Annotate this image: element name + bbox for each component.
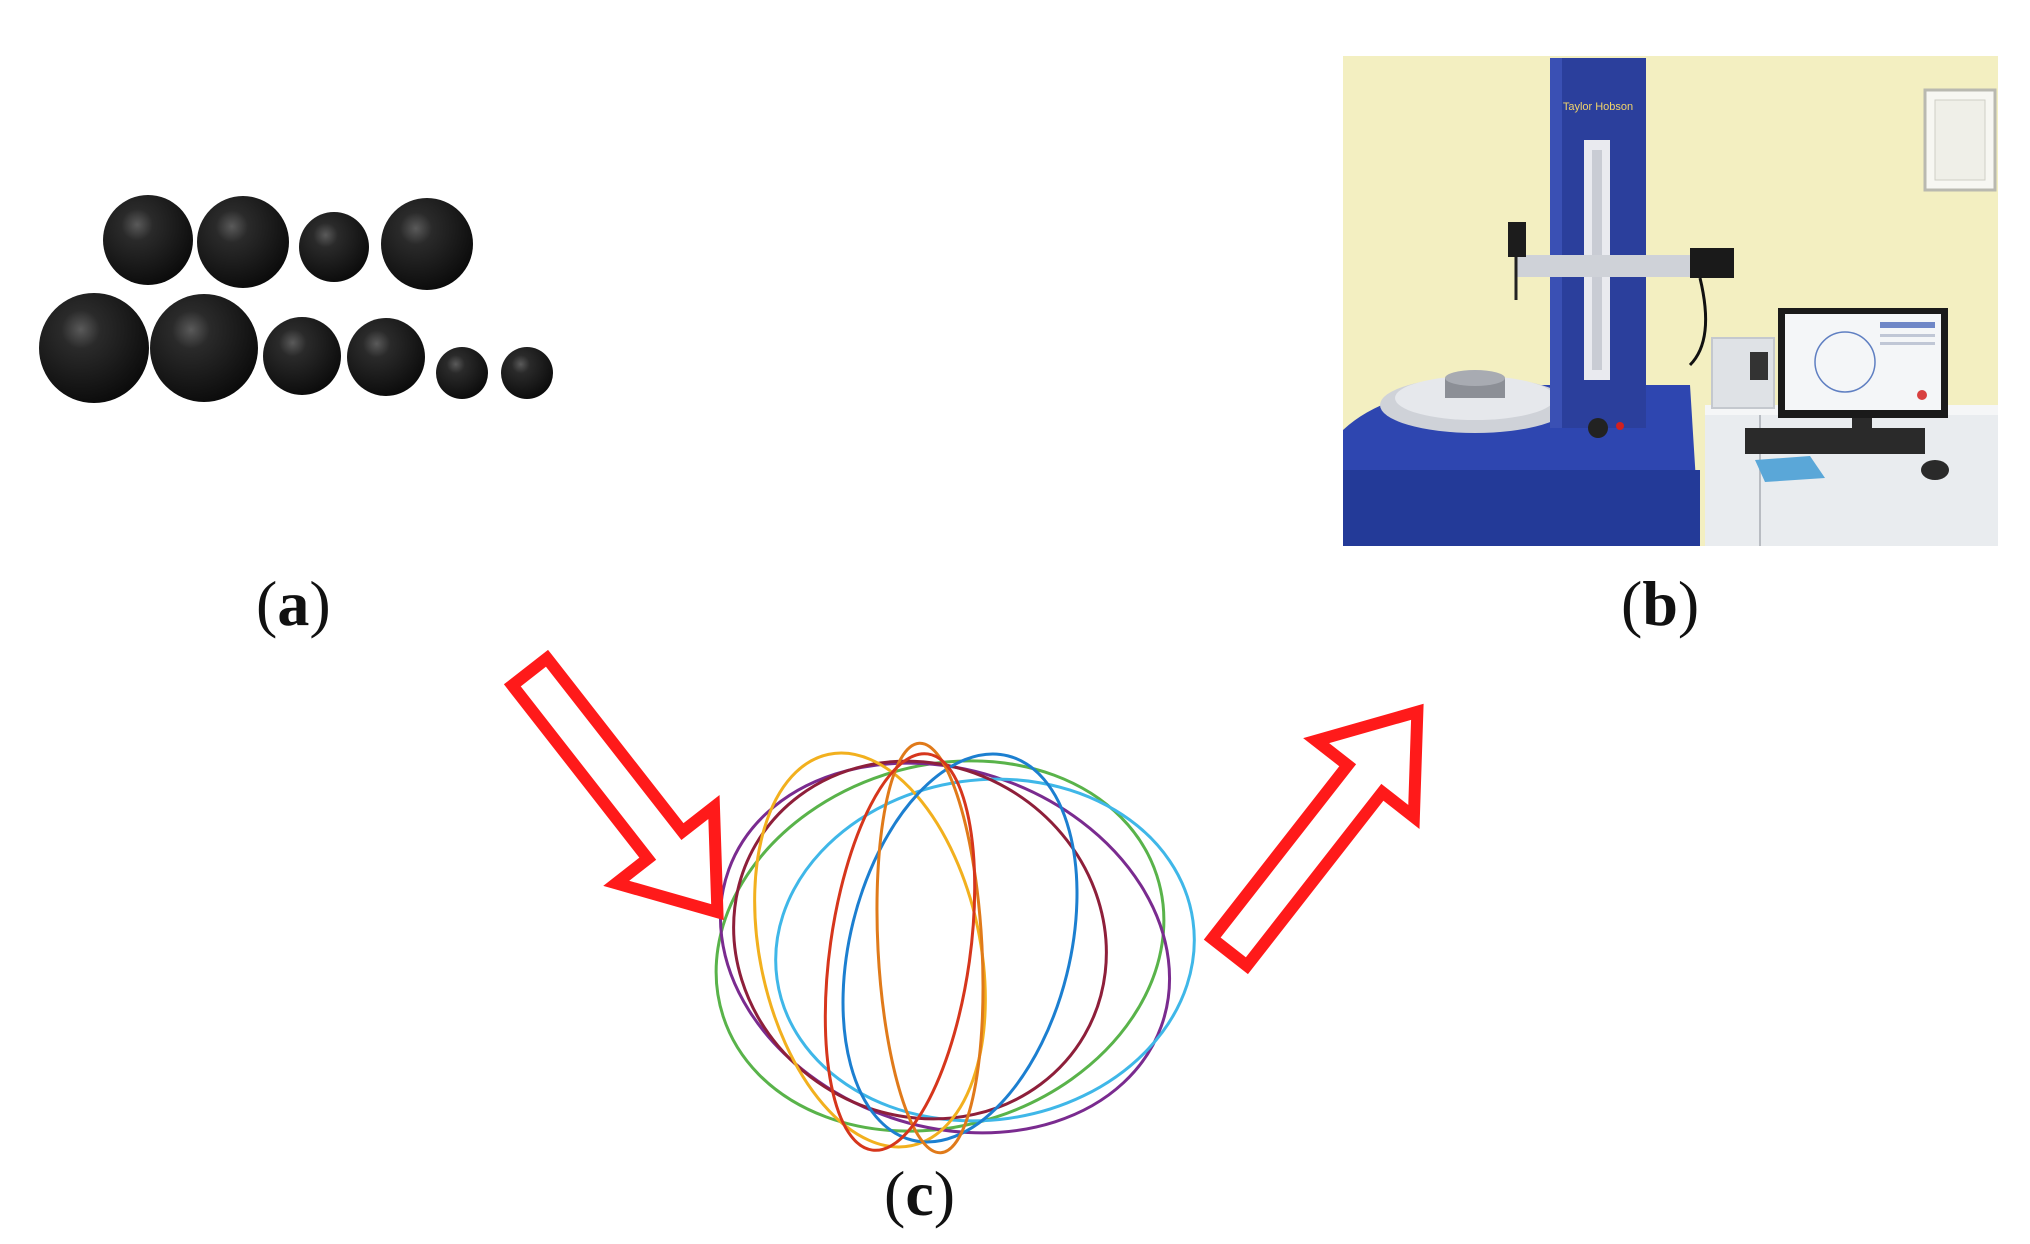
label-close-paren: ) bbox=[933, 1158, 956, 1229]
trace-circle bbox=[753, 751, 987, 1149]
ball bbox=[381, 198, 473, 290]
label-close-paren: ) bbox=[1677, 568, 1700, 639]
arrow-a-to-c bbox=[503, 649, 724, 921]
ball bbox=[103, 195, 193, 285]
ball bbox=[436, 347, 488, 399]
ball bbox=[263, 317, 341, 395]
ball bbox=[197, 196, 289, 288]
ball bbox=[39, 293, 149, 403]
label-letter: b bbox=[1642, 568, 1678, 639]
label-close-paren: ) bbox=[309, 568, 331, 639]
panel-label-b: (b) bbox=[1621, 572, 1699, 636]
ball bbox=[299, 212, 369, 282]
panel-label-c: (c) bbox=[884, 1162, 955, 1226]
panel-label-a: (a) bbox=[256, 572, 331, 636]
ball bbox=[347, 318, 425, 396]
trace-circle bbox=[841, 752, 1079, 1144]
ball bbox=[501, 347, 553, 399]
mouse bbox=[1921, 460, 1949, 480]
machine-arm bbox=[1515, 255, 1695, 277]
trace-circle bbox=[774, 777, 1196, 1123]
label-open-paren: ( bbox=[1621, 568, 1643, 639]
trace-circle bbox=[875, 741, 985, 1155]
label-letter: a bbox=[277, 568, 310, 639]
brand-text: Taylor Hobson bbox=[1563, 101, 1633, 113]
label-open-paren: ( bbox=[884, 1158, 906, 1229]
label-letter: c bbox=[905, 1158, 934, 1229]
keyboard bbox=[1745, 428, 1925, 454]
trace-circle bbox=[714, 759, 1166, 1133]
cleaning-cloth bbox=[1755, 456, 1825, 482]
trace-circle bbox=[823, 752, 977, 1152]
arrow-c-to-b bbox=[1203, 703, 1424, 975]
ball bbox=[150, 294, 258, 402]
label-open-paren: ( bbox=[256, 568, 278, 639]
